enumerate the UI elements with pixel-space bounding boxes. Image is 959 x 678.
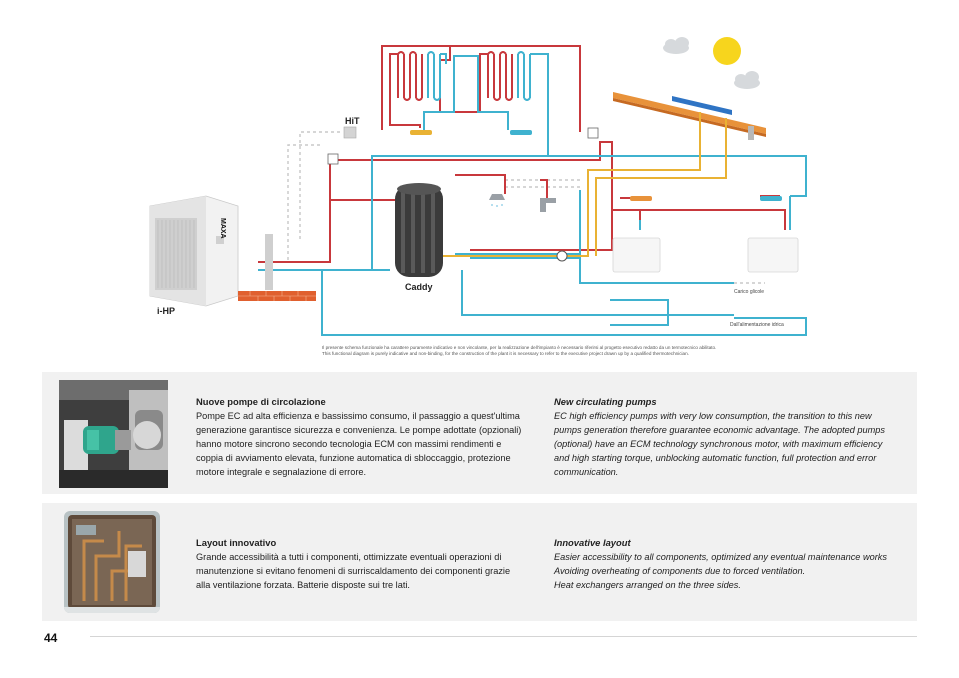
caddy-label: Caddy [405,282,433,292]
radiator-icon [612,237,799,273]
disclaimer-en: This functional diagram is purely indica… [322,351,689,356]
carico-label: Carico glicole [734,289,765,295]
layout-title-it: Layout innovativo [196,537,277,548]
layout-title-en: Innovative layout [554,537,631,548]
pumps-line-en-3: (optional) have an ECM technology synchr… [554,439,883,449]
layout-panel: Layout innovativo Grande accessibilità a… [42,503,917,621]
system-diagram: HiT i-HP Caddy MAXA Carico glicole Dall'… [149,37,842,357]
cloud-icon-2 [734,71,760,89]
hit-label: HiT [345,116,360,126]
solar-panel-icon [672,96,732,115]
footer-divider [90,636,917,637]
pumps-title-en: New circulating pumps [554,396,657,407]
layout-line-en-1: Easier accessibility to all components, … [554,552,887,562]
pumps-text-en: New circulating pumps EC high efficiency… [554,395,899,479]
layout-line-it-3: alla ventilazione forzata. Batterie disp… [196,580,410,590]
pumps-line-it-2: generazione garantisce sicurezza e conve… [196,425,522,435]
solar-roof [613,92,766,140]
pumps-line-it-1: Pompe EC ad alta efficienza e bassissimo… [196,411,520,421]
pumps-text-it: Nuove pompe di circolazione Pompe EC ad … [196,395,541,479]
valves [327,127,782,262]
cloud-icon [663,37,689,54]
pumps-line-it-3: hanno motore sincrono secondo tecnologia… [196,439,502,449]
diagram-disclaimer: Il presente schema funzionale ha caratte… [322,345,842,357]
pumps-line-it-5: motore integrale e segnalazione di error… [196,467,367,477]
pumps-line-en-1: EC high efficiency pumps with very low c… [554,411,872,421]
pumps-line-en-4: and high starting torque, unblocking aut… [554,453,877,463]
sun-icon [713,37,741,65]
alimentazione-label: Dall'alimentazione idrica [730,322,784,328]
pumps-line-en-2: pumps generation therefore guarantee eco… [554,425,885,435]
cold-pipes [258,51,807,336]
layout-line-it-1: Grande accessibilità a tutti i component… [196,552,502,562]
layout-line-it-2: manutenzione si evitano fenomeni di surr… [196,566,511,576]
layout-text-it: Layout innovativo Grande accessibilità a… [196,536,541,592]
layout-photo [64,511,160,613]
hit-controller-icon [343,126,357,139]
layout-line-en-2: Avoiding overheating of components due t… [554,566,806,576]
diagram-svg [149,37,807,336]
pumps-panel: Nuove pompe di circolazione Pompe EC ad … [42,372,917,494]
wall-bricks [238,234,316,301]
page-number: 44 [44,631,58,645]
layout-line-en-3: Heat exchangers arranged on the three si… [554,580,741,590]
unit-brand-label: MAXA [219,218,226,239]
pumps-title-it: Nuove pompe di circolazione [196,396,326,407]
heat-pump-unit [149,195,239,307]
layout-text-en: Innovative layout Easier accessibility t… [554,536,899,592]
tap-icon [540,198,556,212]
ihp-label: i-HP [157,306,175,316]
pumps-line-it-4: coppia di avviamento elevata, funzione a… [196,453,511,463]
disclaimer-it: Il presente schema funzionale ha caratte… [322,345,717,350]
caddy-tank [395,183,443,277]
pumps-line-en-5: communication. [554,467,619,477]
solar-pipes [440,112,727,257]
pump-photo [59,380,168,488]
shower-icon [489,194,505,207]
